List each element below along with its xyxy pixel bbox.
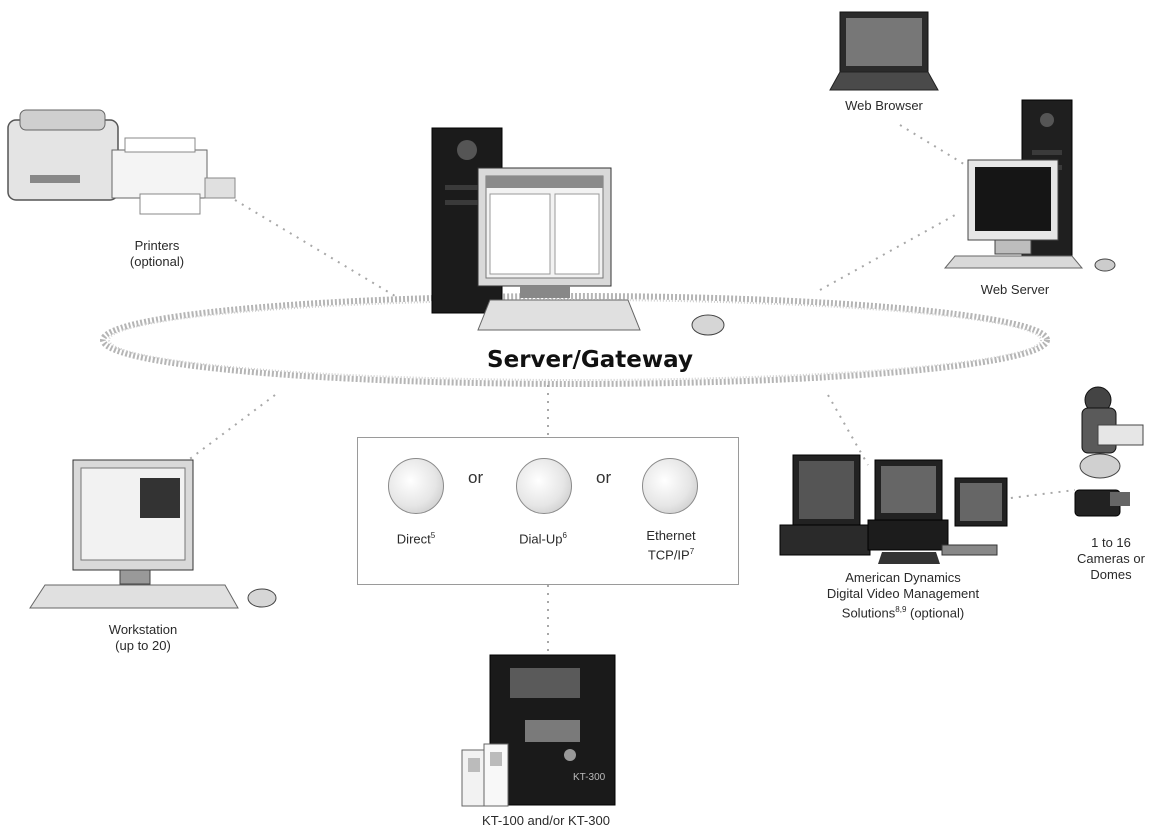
web-browser-label: Web Browser	[845, 98, 923, 113]
web-server-link	[819, 214, 956, 291]
video-management-icon	[779, 454, 1008, 564]
cameras-icon	[1074, 386, 1144, 517]
web-server-icon	[943, 99, 1116, 272]
web-server-label: Web Server	[980, 282, 1050, 297]
server-gateway-icon	[431, 127, 725, 336]
ethernet-connection-icon	[642, 458, 698, 514]
video-management-label: American Dynamics Digital Video Manageme…	[798, 570, 1008, 621]
camera-link	[994, 489, 1076, 501]
ethernet-label: Ethernet TCP/IP7	[628, 528, 714, 563]
network-ring	[100, 293, 1050, 387]
video-label-line1: American Dynamics	[845, 570, 961, 585]
cameras-label-line3: Domes	[1090, 567, 1132, 582]
web-browser-link	[899, 124, 991, 181]
workstation-link	[174, 394, 276, 471]
dialup-connection-icon	[516, 458, 572, 514]
connector-lines	[174, 124, 1076, 670]
printers-label: Printers (optional)	[102, 238, 212, 270]
printers-label-line1: Printers	[134, 238, 180, 253]
cameras-label: 1 to 16 Cameras or Domes	[1071, 535, 1151, 583]
laptop-icon	[829, 11, 939, 91]
direct-label: Direct5	[396, 531, 436, 547]
video-label-line3: Solutions8,9 (optional)	[841, 605, 965, 621]
ethernet-label-line2: TCP/IP7	[647, 547, 695, 563]
panel-model-text: KT-300	[573, 772, 606, 783]
dialup-label: Dial-Up6	[519, 531, 567, 547]
video-link	[827, 394, 869, 466]
printer-icon	[7, 109, 236, 215]
controller-icon	[461, 654, 616, 807]
workstation-label-line2: (up to 20)	[115, 638, 171, 653]
ethernet-label-line1: Ethernet	[646, 528, 696, 543]
cameras-label-line1: 1 to 16	[1091, 535, 1131, 550]
server-gateway-title: Server/Gateway	[487, 347, 693, 373]
direct-connection-icon	[388, 458, 444, 514]
printers-label-line2: (optional)	[129, 254, 185, 269]
cameras-label-line2: Cameras or	[1077, 551, 1145, 566]
connection-options-box: or or Direct5 Dial-Up6 Ethernet TCP/IP7	[357, 437, 739, 585]
workstation-label: Workstation (up to 20)	[78, 622, 208, 654]
or-separator-2: or	[596, 468, 612, 487]
controllers-label: KT-100 and/or KT-300	[482, 813, 610, 828]
workstation-label-line1: Workstation	[108, 622, 178, 637]
printer-link	[234, 199, 396, 297]
or-separator-1: or	[468, 468, 484, 487]
workstation-icon	[29, 459, 277, 609]
video-label-line2: Digital Video Management	[826, 586, 980, 601]
